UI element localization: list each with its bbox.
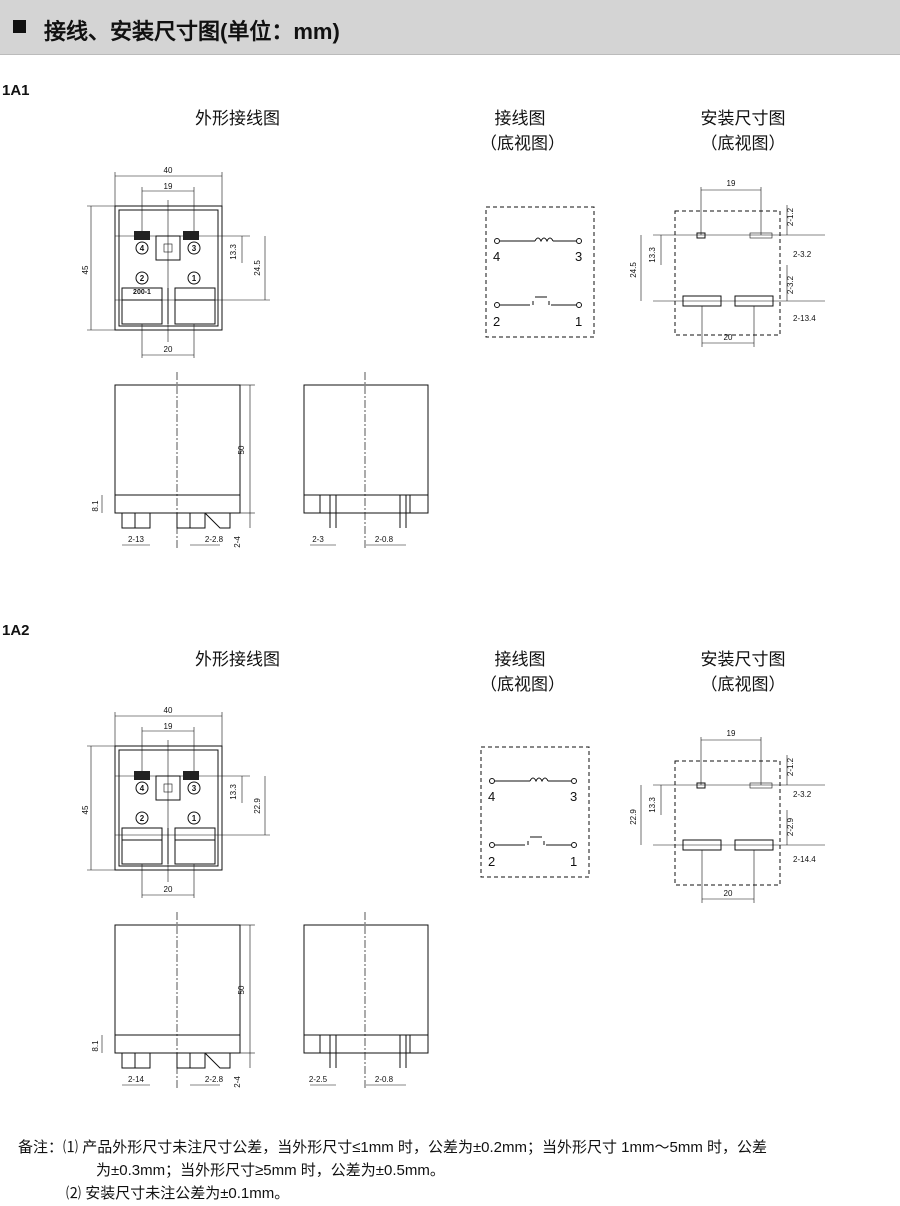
marking-label: 200-1	[133, 289, 151, 296]
caption-mount: 安装尺寸图（底视图）	[700, 109, 786, 153]
caption-wiring: 接线图（底视图）	[480, 650, 565, 694]
svg-text:3: 3	[192, 784, 197, 793]
wiring-diagram: 4 3 2 1	[480, 746, 590, 878]
page-title: 接线、安装尺寸图(单位：mm)	[44, 19, 340, 44]
top-view-drawing: 40 19 45 4 3 2 1 200-1 13.3 24.5 20	[81, 166, 270, 358]
front-view-drawing: 50 2-4 8.1 2-13 2-2.8	[91, 372, 255, 550]
dim-pitch-bottom: 20	[164, 885, 173, 894]
pin-2: 2	[488, 854, 495, 869]
dim-top: 19	[727, 179, 736, 188]
dim-r2: 2-3.2	[793, 790, 812, 799]
dim-pin-len: 2-4	[233, 1076, 242, 1088]
dim-width: 40	[164, 166, 173, 175]
note-1-line-1: 备注：⑴ 产品外形尺寸未注尺寸公差，当外形尺寸≤1mm 时，公差为±0.2mm；…	[18, 1139, 768, 1156]
dim-w1: 2-14	[128, 1075, 145, 1084]
dim-width: 40	[164, 706, 173, 715]
dim-height: 45	[81, 805, 90, 814]
mounting-diagram: 19 13.3 24.5 20 2-1.2 2-3.2 2-3.2 2-13.4	[629, 179, 825, 347]
svg-text:1: 1	[192, 814, 197, 823]
dim-v1: 13.3	[648, 797, 657, 813]
svg-text:4: 4	[140, 244, 145, 253]
dim-v2: 22.9	[629, 809, 638, 825]
mounting-diagram: 19 13.3 22.9 20 2-1.2 2-3.2 2-2.9 2-14.4	[629, 729, 825, 903]
dim-v1: 13.3	[229, 784, 238, 800]
dim-pitch-top: 19	[164, 722, 173, 731]
wiring-diagram: 4 3 2 1	[485, 206, 595, 338]
dim-pitch-bottom: 20	[164, 345, 173, 354]
caption-wiring: 接线图（底视图）	[480, 109, 565, 153]
front-view-drawing: 50 2-4 8.1 2-14 2-2.8	[91, 912, 255, 1090]
dim-height: 50	[237, 445, 246, 454]
dim-r3: 2-2.9	[786, 817, 795, 836]
dim-w1: 2-13	[128, 535, 145, 544]
caption-mount: 安装尺寸图（底视图）	[700, 650, 786, 694]
dim-v1: 13.3	[229, 244, 238, 260]
caption-outline: 外形接线图	[195, 109, 280, 128]
svg-text:2: 2	[140, 814, 145, 823]
dim-v2: 24.5	[253, 260, 262, 276]
dim-v2: 24.5	[629, 262, 638, 278]
dim-base: 8.1	[91, 500, 100, 512]
dim-bottom: 20	[724, 889, 733, 898]
dim-r4: 2-13.4	[793, 314, 816, 323]
pin-4: 4	[488, 789, 495, 804]
pin-3: 3	[570, 789, 577, 804]
square-bullet-icon	[13, 20, 26, 33]
side-view-drawing: 2-3 2-0.8	[303, 372, 429, 550]
dim-w2: 2-0.8	[375, 1075, 394, 1084]
pin-2: 2	[493, 314, 500, 329]
note-2: ⑵ 安装尺寸未注公差为±0.1mm。	[66, 1185, 290, 1202]
svg-text:1: 1	[192, 274, 197, 283]
pin-1: 1	[575, 314, 582, 329]
pin-1: 1	[570, 854, 577, 869]
caption-outline: 外形接线图	[195, 650, 280, 669]
pin-4: 4	[493, 249, 500, 264]
section-label-1a2: 1A2	[2, 622, 30, 639]
top-view-drawing: 40 19 45 4 3 2 1 13.3 22.9 20	[81, 706, 270, 898]
dim-r2: 2-3.2	[793, 250, 812, 259]
dim-top: 19	[727, 729, 736, 738]
dim-w1: 2-3	[312, 535, 324, 544]
dim-base: 8.1	[91, 1040, 100, 1052]
dim-height: 45	[81, 265, 90, 274]
dim-r1: 2-1.2	[786, 757, 795, 776]
dim-w1: 2-2.5	[309, 1075, 328, 1084]
dim-r3: 2-3.2	[786, 275, 795, 294]
dim-w2: 2-2.8	[205, 1075, 224, 1084]
pin-3: 3	[575, 249, 582, 264]
section-header: 接线、安装尺寸图(单位：mm)	[0, 0, 900, 55]
dim-w2: 2-0.8	[375, 535, 394, 544]
dim-pin-len: 2-4	[233, 536, 242, 548]
svg-text:2: 2	[140, 274, 145, 283]
dim-r4: 2-14.4	[793, 855, 816, 864]
side-view-drawing: 2-2.5 2-0.8	[303, 912, 429, 1090]
dim-v1: 13.3	[648, 247, 657, 263]
svg-text:4: 4	[140, 784, 145, 793]
notes-block: 备注：⑴ 产品外形尺寸未注尺寸公差，当外形尺寸≤1mm 时，公差为±0.2mm；…	[18, 1136, 898, 1205]
section-label-1a1: 1A1	[2, 82, 30, 99]
dim-bottom: 20	[724, 333, 733, 342]
dim-height: 50	[237, 985, 246, 994]
dim-v2: 22.9	[253, 798, 262, 814]
svg-text:3: 3	[192, 244, 197, 253]
dim-w2: 2-2.8	[205, 535, 224, 544]
dim-r1: 2-1.2	[786, 207, 795, 226]
dim-pitch-top: 19	[164, 182, 173, 191]
note-1-line-2: 为±0.3mm；当外形尺寸≥5mm 时，公差为±0.5mm。	[96, 1162, 445, 1179]
